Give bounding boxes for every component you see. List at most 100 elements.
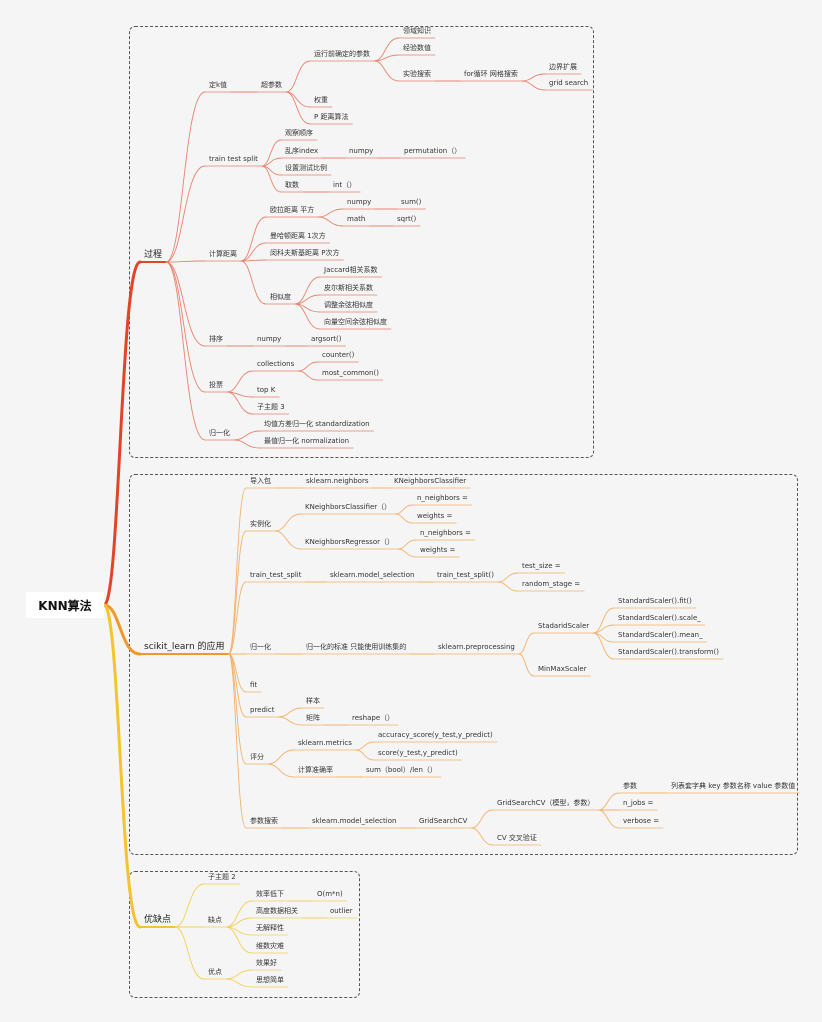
node-s8a1a[interactable]: GridSearchCV（模型，参数） — [497, 799, 595, 807]
node-s7a2[interactable]: score(y_test,y_predict) — [378, 749, 458, 757]
node-s4a1a[interactable]: StadaridScaler — [538, 622, 590, 630]
node-p3a2[interactable]: math — [347, 215, 366, 223]
node-s8a1a1a[interactable]: 列表套字典 key 参数名称 value 参数值 — [671, 782, 796, 790]
node-y2c[interactable]: 无解释性 — [256, 924, 284, 932]
node-p1a1b[interactable]: 经验数值 — [403, 44, 431, 52]
node-s3a[interactable]: sklearn.model_selection — [330, 571, 415, 579]
node-p3d4[interactable]: 向量空间余弦相似度 — [324, 318, 387, 326]
node-p1a[interactable]: 超参数 — [261, 81, 282, 89]
node-s6a[interactable]: 样本 — [306, 697, 320, 705]
node-s8a[interactable]: sklearn.model_selection — [312, 817, 397, 825]
node-s8[interactable]: 参数搜索 — [250, 817, 278, 825]
node-p4[interactable]: 排序 — [209, 335, 223, 343]
node-p6b[interactable]: 最值归一化 normalization — [264, 437, 350, 445]
node-s4a1[interactable]: sklearn.preprocessing — [438, 643, 515, 651]
node-p5a1[interactable]: counter() — [322, 351, 355, 359]
node-p1a1c1a[interactable]: 边界扩展 — [549, 63, 577, 71]
node-p1a2[interactable]: 权重 — [314, 96, 328, 104]
node-s2a2[interactable]: weights = — [417, 512, 453, 520]
node-s7b[interactable]: 计算准确率 — [298, 766, 333, 774]
node-s4a1a4[interactable]: StandardScaler().transform() — [618, 648, 720, 656]
node-y3a[interactable]: 效果好 — [256, 959, 277, 967]
node-p5b[interactable]: top K — [257, 386, 276, 394]
node-p2c[interactable]: 设置测试比例 — [285, 164, 327, 172]
node-y2b[interactable]: 高度数据相关 — [256, 907, 298, 915]
node-p3a2a[interactable]: sqrt() — [397, 215, 417, 223]
node-s3a1a[interactable]: test_size = — [522, 562, 561, 570]
node-s4[interactable]: 归一化 — [250, 643, 271, 651]
node-s5[interactable]: fit — [250, 681, 258, 689]
node-p3a1[interactable]: numpy — [347, 198, 372, 206]
node-s6b1[interactable]: reshape（） — [352, 714, 395, 722]
node-p1[interactable]: 定k值 — [209, 81, 228, 89]
node-s7a[interactable]: sklearn.metrics — [298, 739, 352, 747]
node-p2b[interactable]: 乱序index — [285, 147, 319, 155]
node-s8a1[interactable]: GridSearchCV — [419, 817, 468, 825]
node-p5c[interactable]: 子主题 3 — [257, 403, 285, 411]
node-p2a[interactable]: 观察顺序 — [285, 129, 313, 137]
node-s2a[interactable]: KNeighborsClassifier（） — [305, 503, 392, 511]
node-p4a1[interactable]: argsort() — [311, 335, 342, 343]
node-p1a1[interactable]: 运行前确定的参数 — [314, 50, 370, 58]
node-y[interactable]: 优缺点 — [144, 915, 172, 925]
node-p1a1c[interactable]: 实验搜索 — [403, 70, 431, 78]
node-s1[interactable]: 导入包 — [250, 477, 271, 485]
node-s7b1[interactable]: sum（bool）/len（） — [366, 766, 437, 774]
node-s3[interactable]: train_test_split — [250, 571, 302, 579]
node-p6[interactable]: 归一化 — [209, 429, 230, 437]
node-s7[interactable]: 评分 — [250, 753, 264, 761]
node-y2a1[interactable]: O(m*n) — [317, 890, 343, 898]
node-p3a1a[interactable]: sum() — [401, 198, 422, 206]
node-p1a3[interactable]: P 距离算法 — [314, 113, 349, 121]
root-node[interactable]: KNN算法 — [26, 592, 104, 618]
node-s1a1[interactable]: KNeighborsClassifier — [394, 477, 467, 485]
node-p2[interactable]: train test split — [209, 155, 258, 163]
node-p3b[interactable]: 曼哈顿距离 1次方 — [270, 232, 326, 240]
node-s4a1a2[interactable]: StandardScaler().scale_ — [618, 614, 701, 622]
node-s8a1b[interactable]: CV 交叉验证 — [497, 834, 537, 842]
node-s2b[interactable]: KNeighborsRegressor（） — [305, 538, 394, 546]
node-p3a[interactable]: 欧拉距离 平方 — [270, 206, 315, 214]
node-p2d1[interactable]: int（） — [333, 181, 357, 189]
node-y3[interactable]: 优点 — [208, 968, 222, 976]
node-s6b[interactable]: 矩阵 — [306, 714, 320, 722]
node-s1a[interactable]: sklearn.neighbors — [306, 477, 369, 485]
node-p5a2[interactable]: most_common() — [322, 369, 379, 377]
node-p2d[interactable]: 取数 — [285, 181, 299, 189]
node-s4a1b[interactable]: MinMaxScaler — [538, 665, 587, 673]
node-p1a1a[interactable]: 领域知识 — [403, 27, 431, 35]
node-p3c[interactable]: 闵科夫斯基距离 P次方 — [270, 249, 340, 257]
node-p6a[interactable]: 均值方差归一化 standardization — [264, 420, 370, 428]
node-s4a1a3[interactable]: StandardScaler().mean_ — [618, 631, 703, 639]
node-p2b1a[interactable]: permutation（） — [404, 147, 462, 155]
node-s2b2[interactable]: weights = — [420, 546, 456, 554]
node-s3a1b[interactable]: random_stage = — [522, 580, 581, 588]
node-y1[interactable]: 子主题 2 — [208, 873, 236, 881]
node-y2a[interactable]: 效率低下 — [256, 890, 284, 898]
node-s4a1a1[interactable]: StandardScaler().fit() — [618, 597, 692, 605]
node-y2b1[interactable]: outlier — [330, 907, 353, 915]
node-p3d[interactable]: 相似度 — [270, 293, 291, 301]
node-p3d3[interactable]: 调整余弦相似度 — [324, 301, 373, 309]
node-p2b1[interactable]: numpy — [349, 147, 374, 155]
node-y2d[interactable]: 维数灾难 — [256, 942, 284, 950]
node-p5a[interactable]: collections — [257, 360, 295, 368]
node-s2a1[interactable]: n_neighbors = — [417, 494, 468, 502]
node-s2[interactable]: 实例化 — [250, 520, 271, 528]
node-p3d2[interactable]: 皮尔斯相关系数 — [324, 284, 373, 292]
node-s6[interactable]: predict — [250, 706, 275, 714]
node-p3[interactable]: 计算距离 — [209, 250, 237, 258]
node-s4a[interactable]: 归一化的标准 只能使用训练集的 — [306, 643, 407, 651]
node-s8a1a1[interactable]: 参数 — [623, 782, 637, 790]
node-y2[interactable]: 缺点 — [208, 916, 222, 924]
node-p1a1c1b[interactable]: grid search — [549, 79, 589, 87]
node-p1a1c1[interactable]: for循环 网格搜索 — [464, 70, 518, 78]
node-p4a[interactable]: numpy — [257, 335, 282, 343]
node-s8a1a3[interactable]: verbose = — [623, 817, 660, 825]
node-s[interactable]: scikit_learn 的应用 — [144, 642, 225, 652]
node-y3b[interactable]: 思想简单 — [256, 976, 284, 984]
node-s7a1[interactable]: accuracy_score(y_test,y_predict) — [378, 731, 493, 739]
node-s2b1[interactable]: n_neighbors = — [420, 529, 471, 537]
node-p3d1[interactable]: Jaccard相关系数 — [324, 266, 378, 274]
node-p5[interactable]: 投票 — [209, 381, 223, 389]
